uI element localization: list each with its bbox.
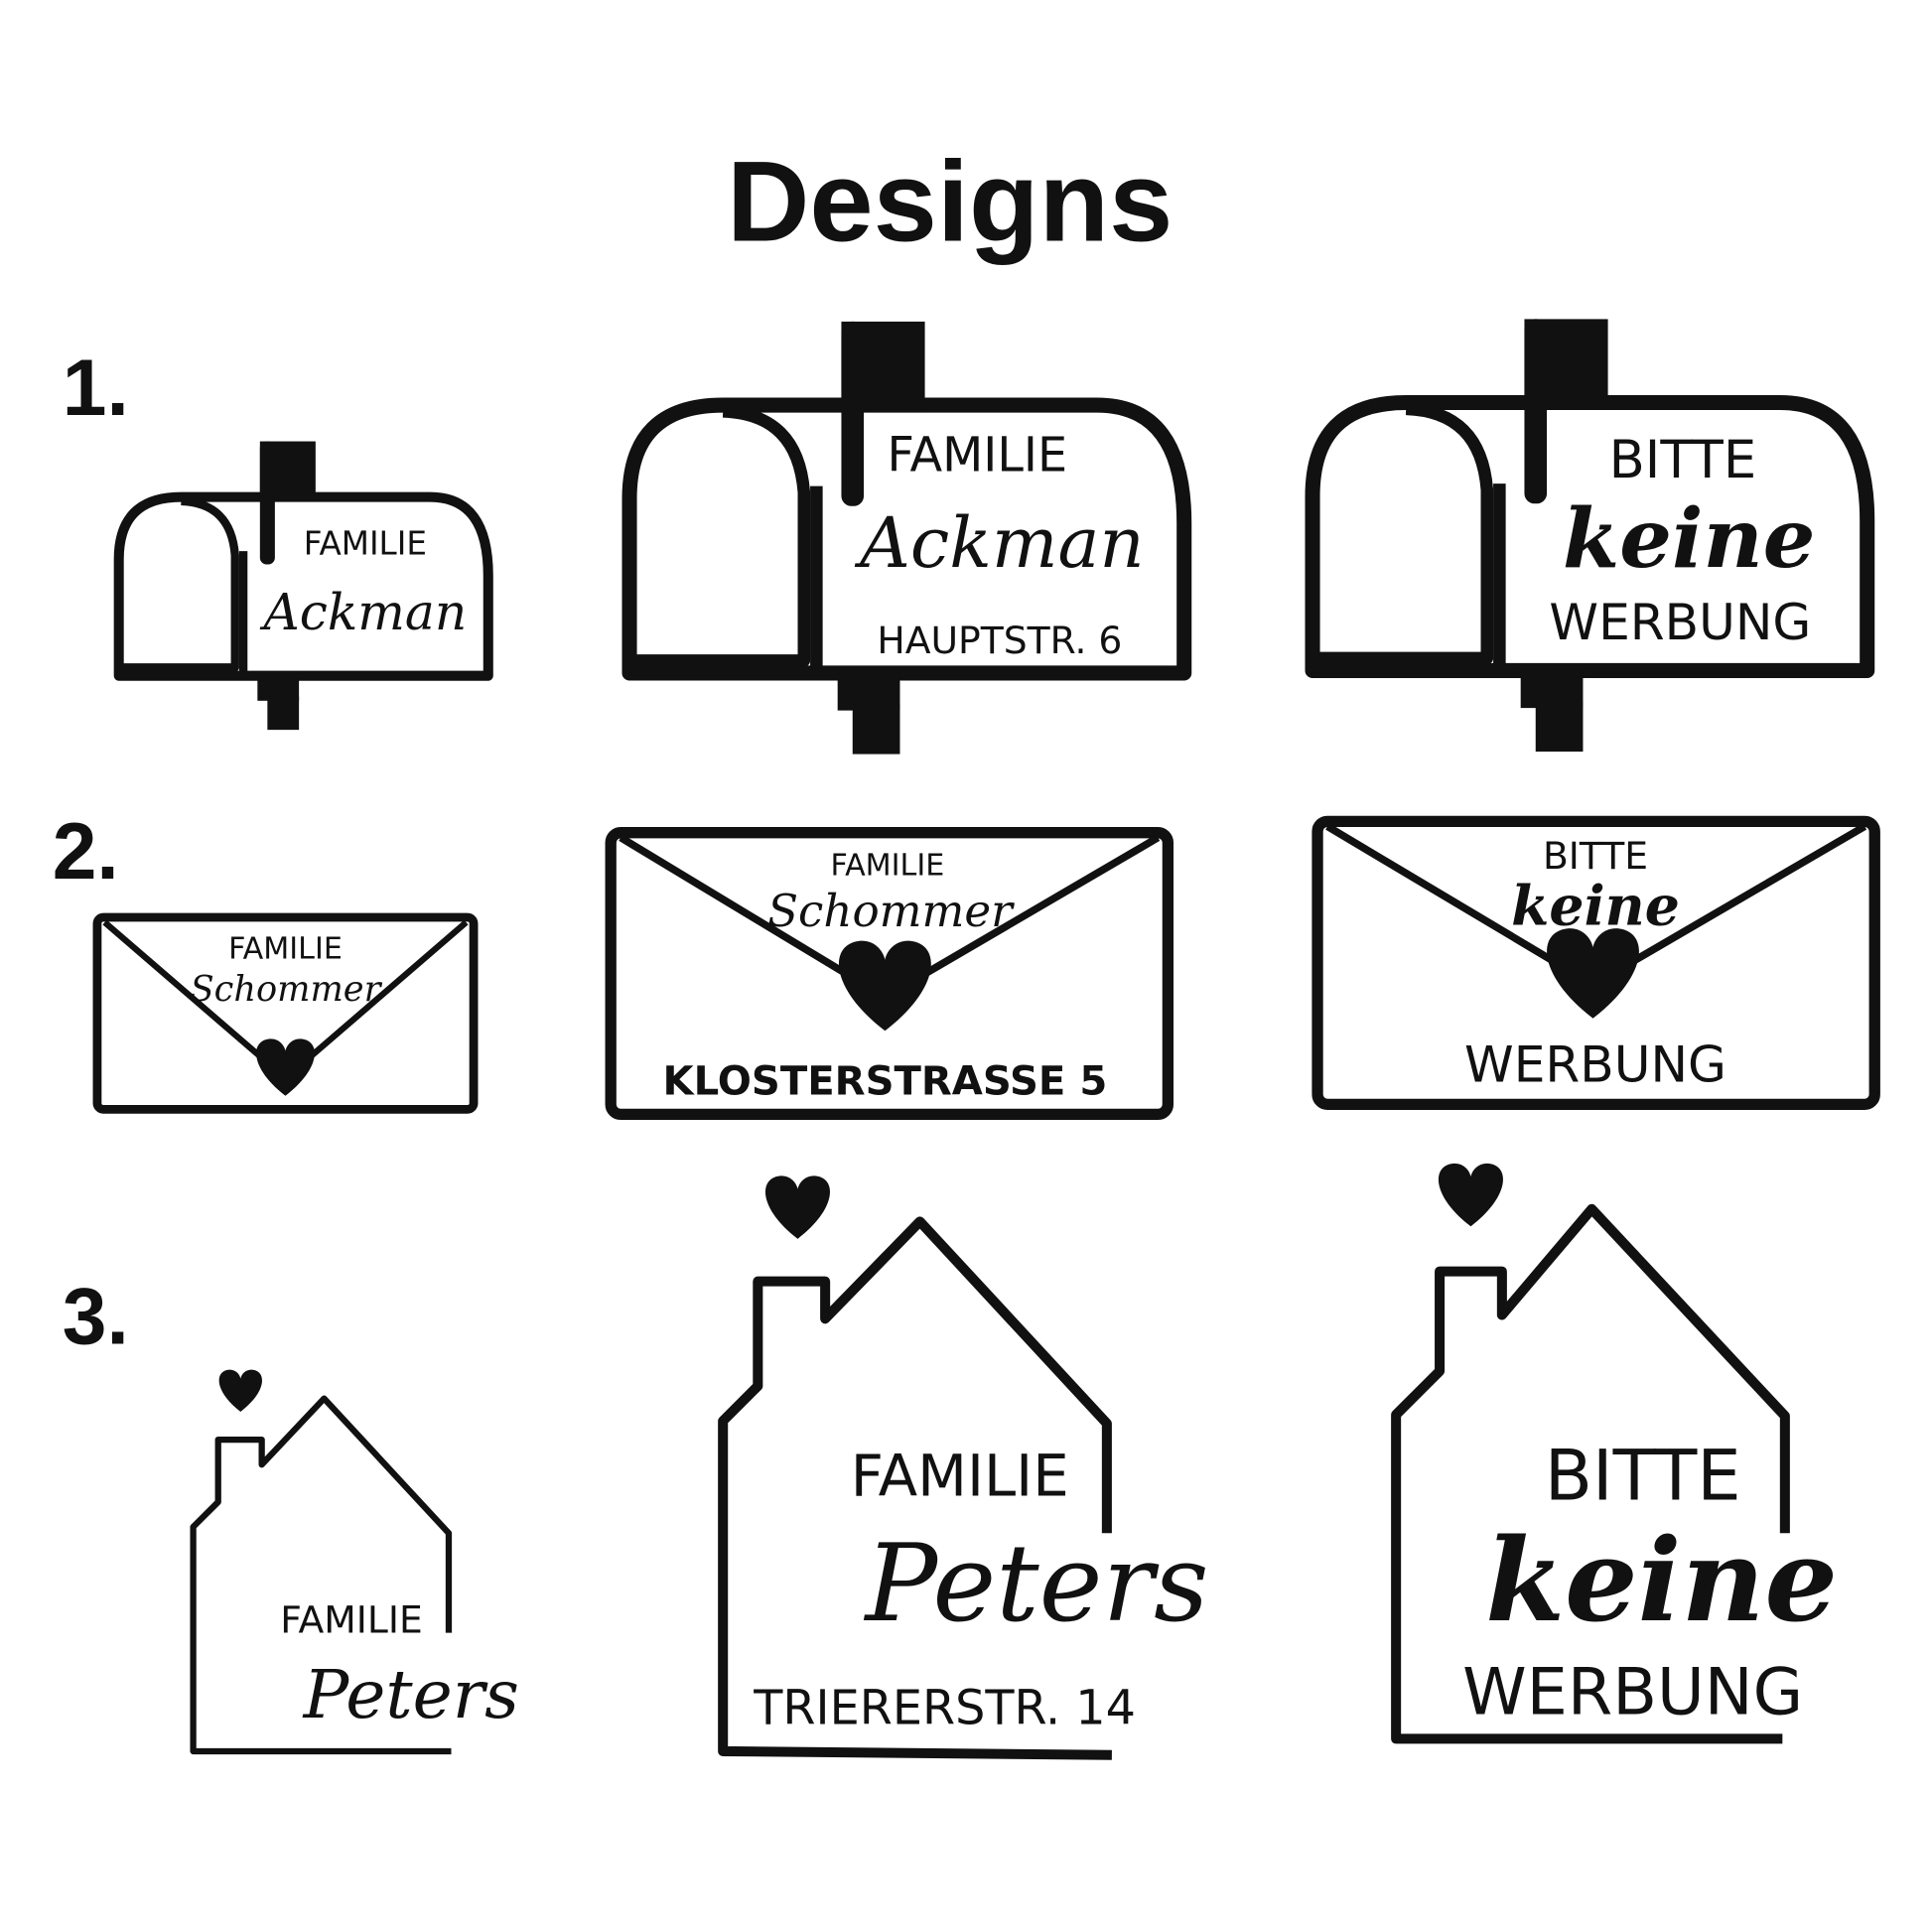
design-1b-script: Ackman [854, 502, 1145, 584]
row-number-1: 1. [63, 344, 129, 433]
house-icon-small [190, 1369, 453, 1755]
envelope-icon-small [92, 912, 479, 1114]
design-1b-line3: HAUPTSTR. 6 [877, 619, 1122, 662]
design-3b-line3: TRIERERSTR. 14 [753, 1681, 1136, 1735]
design-1a-script: Ackman [260, 583, 468, 641]
design-2b-line3: KLOSTERSTRASSE 5 [663, 1058, 1108, 1104]
house-icon-medium [718, 1175, 1112, 1760]
design-3b-line1: FAMILIE [851, 1443, 1069, 1510]
design-2c-script: keine [1511, 875, 1680, 939]
design-2b-script: Schommer [767, 885, 1015, 937]
envelope-icon-large [1311, 815, 1880, 1111]
design-1c-script: keine [1563, 489, 1816, 587]
row-number-2: 2. [53, 807, 119, 897]
design-3c-script: keine [1485, 1514, 1838, 1648]
design-2c-line1: BITTE [1543, 834, 1648, 878]
design-2c-line3: WERBUNG [1464, 1035, 1726, 1094]
envelope-icon-medium [605, 827, 1174, 1121]
design-3a-line1: FAMILIE [280, 1598, 422, 1642]
design-2a-line1: FAMILIE [228, 931, 343, 966]
design-1b-line1: FAMILIE [887, 429, 1067, 483]
design-3b-script: Peters [864, 1522, 1209, 1646]
design-1a-line1: FAMILIE [304, 525, 427, 563]
design-2b-line1: FAMILIE [831, 848, 945, 883]
design-3c-line3: WERBUNG [1462, 1654, 1803, 1729]
design-3a-script: Peters [302, 1655, 519, 1733]
page-title: Designs [727, 137, 1173, 265]
design-2a-script: Schommer [191, 969, 383, 1010]
design-1c-line1: BITTE [1609, 430, 1757, 490]
house-icon-large [1391, 1163, 1790, 1744]
design-1c-line3: WERBUNG [1549, 593, 1811, 651]
design-3c-line1: BITTE [1545, 1435, 1741, 1516]
row-number-3: 3. [63, 1272, 129, 1361]
